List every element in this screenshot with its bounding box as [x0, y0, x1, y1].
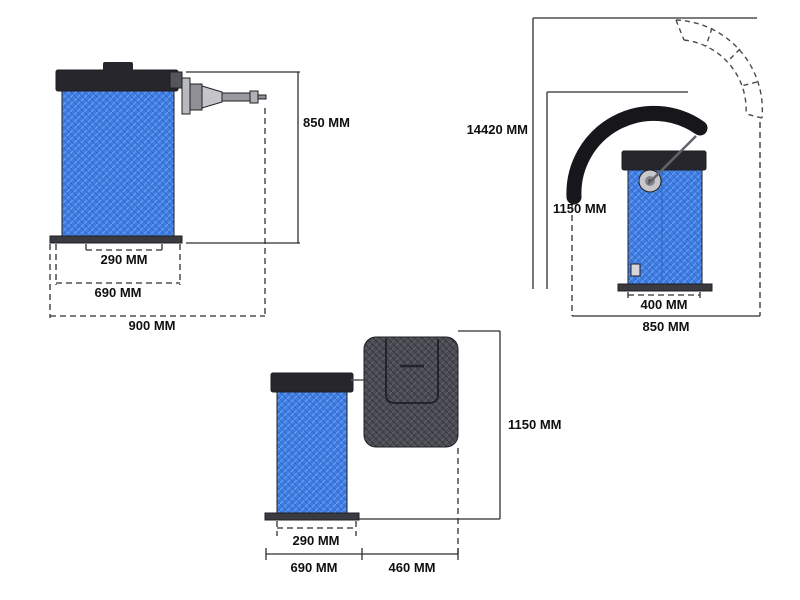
side-view: 850 MM 290 MM 690 MM 900 MM: [49, 62, 350, 333]
front-dim-body-height-label: 1150 MM: [553, 201, 606, 216]
side-dim900-label: 900 MM: [129, 318, 176, 333]
guard-open-rib2: [727, 48, 741, 62]
rear-dim690-label: 690 MM: [291, 560, 338, 575]
guard-open-inner-arc: [683, 39, 747, 115]
spindle-flange: [189, 83, 203, 111]
guard-open-edge-bottom: [745, 113, 763, 119]
spindle-shaft: [221, 92, 251, 102]
side-dim-height-label: 850 MM: [303, 115, 350, 130]
wheel-guard-closed: [566, 105, 708, 205]
side-dim290-label: 290 MM: [101, 252, 148, 267]
rear-base-plate: [264, 512, 360, 521]
guard-open-outer-arc: [675, 19, 764, 119]
wheel-guard-open-dashed: [675, 19, 764, 119]
side-base-plate: [49, 235, 183, 244]
spindle-cone: [201, 85, 223, 109]
spindle-tip: [257, 94, 267, 100]
front-view: 14420 MM 1150 MM 400 MM 850 MM: [467, 17, 764, 334]
front-dim850-label: 850 MM: [643, 319, 690, 334]
rear-body-cabinet: [276, 390, 348, 514]
rear-dim460-label: 460 MM: [389, 560, 436, 575]
side-dim690-label: 690 MM: [95, 285, 142, 300]
guard-open-rib3: [740, 81, 758, 87]
front-dim-total-height-label: 14420 MM: [467, 122, 528, 137]
side-top-cap: [55, 69, 179, 92]
rear-guard-panel: [363, 336, 459, 448]
front-base-plate: [617, 283, 713, 292]
side-top-handle: [103, 62, 133, 71]
rear-guard-inner-outline: [385, 339, 439, 404]
side-shaft-bracket: [169, 71, 183, 89]
guard-open-rib1: [705, 27, 713, 47]
spindle-plate: [181, 77, 191, 115]
guard-support-arm: [647, 135, 697, 185]
front-pedal-detail: [630, 263, 641, 277]
side-spindle-assembly: [181, 77, 267, 115]
front-dim400-label: 400 MM: [641, 297, 688, 312]
rear-top-cap: [270, 372, 354, 393]
guard-open-edge-top: [675, 19, 685, 41]
spindle-collar: [249, 90, 259, 104]
rear-dim-height-label: 1150 MM: [508, 417, 561, 432]
rear-dim290-label: 290 MM: [293, 533, 340, 548]
front-top-cap: [621, 150, 707, 171]
side-body-cabinet: [61, 89, 175, 237]
rear-view: 1150 MM 290 MM 690 MM 460 MM: [264, 330, 561, 575]
